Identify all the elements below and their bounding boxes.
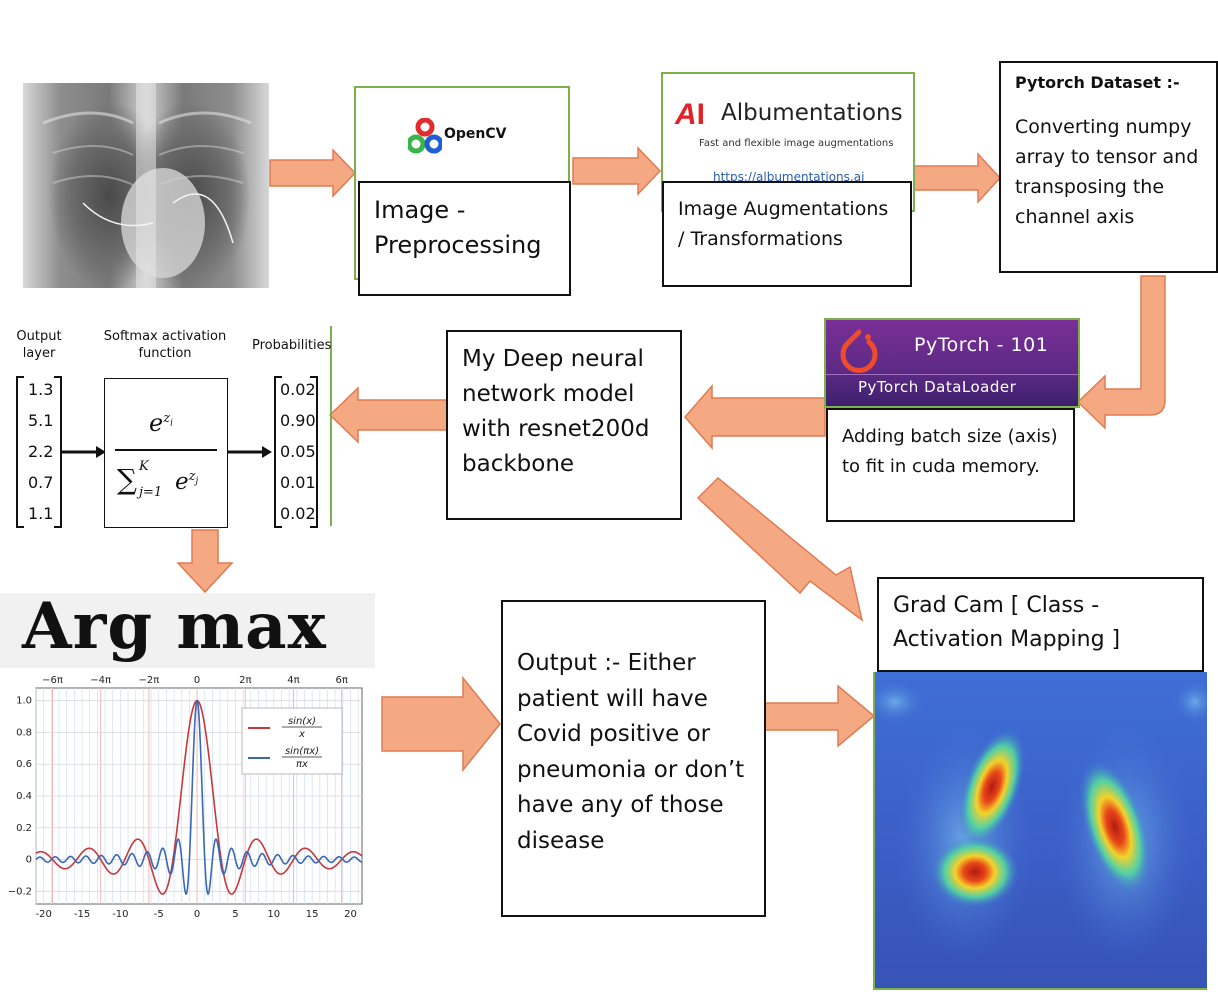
x-tick-label: 5 — [232, 909, 238, 920]
top-tick-label: −2π — [139, 675, 160, 686]
softmax-denominator: ∑ K j=1 ezj — [117, 459, 199, 500]
arrow-xray-to-preprocessing — [269, 148, 357, 198]
pytorch-flame-icon — [840, 329, 878, 373]
augmentation-label: Image Augmentations / Transformations — [678, 198, 889, 250]
input-value: 5.1 — [28, 411, 54, 430]
pytorch-logo-text: PyTorch - 101 — [914, 334, 1049, 356]
output-description: Output :- Either patient will have Covid… — [517, 650, 745, 854]
pytorch-dataset-title: Pytorch Dataset :- — [1015, 73, 1180, 92]
sinc-plot: -20 -15 -10 -5 0 5 10 15 20 −6π −4π −2π 0 2π 4π 6π 1.0 0.… — [8, 675, 363, 920]
chest-xray-image — [23, 83, 269, 288]
y-tick-label: −0.2 — [8, 886, 32, 897]
x-tick-label: -20 — [35, 909, 51, 920]
gradcam-overlay — [875, 680, 1207, 962]
input-value: 1.1 — [28, 504, 54, 523]
top-tick-label: 6π — [335, 675, 347, 686]
sinc-chart: -20 -15 -10 -5 0 5 10 15 20 −6π −4π −2π 0 2π 4π 6π 1.0 0.… — [0, 668, 375, 922]
y-tick-label: 0.2 — [16, 823, 32, 834]
softmax-output-layer-label: Output layer — [16, 329, 62, 361]
deep-model-box: My Deep neural network model with resnet… — [446, 330, 682, 520]
legend-label: πx — [296, 759, 308, 770]
argmax-title: Arg max — [22, 589, 327, 664]
arrow-argmax-to-output — [381, 675, 501, 773]
arrow-augmentation-to-dataset — [912, 152, 1002, 204]
augmentation-box: Image Augmentations / Transformations — [662, 181, 912, 287]
y-tick-label: 0.8 — [16, 727, 32, 738]
albumentations-logo-icon: AI — [675, 98, 706, 131]
arrow-dataset-to-dataloader — [1076, 275, 1166, 430]
arrow-preprocessing-to-augmentation — [572, 146, 662, 196]
albumentations-logo-text: Albumentations — [721, 100, 903, 126]
xray-detail — [42, 83, 252, 288]
y-tick-label: 0.6 — [16, 759, 32, 770]
softmax-numerator: ezi — [149, 409, 173, 437]
deep-model-description: My Deep neural network model with resnet… — [462, 346, 650, 477]
gradcam-heatmap-image — [873, 672, 1207, 990]
top-tick-label: −6π — [42, 675, 63, 686]
legend-label: x — [298, 729, 305, 740]
probability-value: 0.90 — [280, 411, 316, 430]
gradcam-title-box: Grad Cam [ Class - Activation Mapping ] — [877, 577, 1204, 672]
x-tick-label: 0 — [194, 909, 200, 920]
arrow-right-icon — [228, 446, 272, 458]
y-tick-label: 0 — [26, 855, 32, 866]
y-tick-label: 1.0 — [16, 696, 32, 707]
input-value: 0.7 — [28, 473, 54, 492]
argmax-banner: Arg max — [0, 589, 375, 668]
probability-value: 0.01 — [280, 473, 316, 492]
x-tick-label: 20 — [344, 909, 357, 920]
x-tick-label: -5 — [154, 909, 164, 920]
albumentations-tagline: Fast and flexible image augmentations — [699, 138, 894, 149]
input-vector: 1.3 5.1 2.2 0.7 1.1 — [16, 376, 62, 528]
arrow-softmax-to-argmax — [176, 529, 234, 594]
x-tick-label: -10 — [112, 909, 128, 920]
legend-box — [241, 707, 343, 775]
top-tick-label: 4π — [287, 675, 299, 686]
top-tick-label: 0 — [194, 675, 200, 686]
pytorch-dataloader-text: PyTorch DataLoader — [858, 378, 1017, 396]
x-tick-label: 10 — [267, 909, 280, 920]
arrow-dataloader-to-model — [684, 383, 826, 451]
arrow-right-icon — [62, 446, 106, 458]
x-tick-label: 15 — [306, 909, 319, 920]
albumentations-url-link[interactable]: https://albumentations.ai — [713, 170, 865, 184]
arrow-output-to-gradcam — [762, 684, 876, 748]
softmax-formula-box: ezi ∑ K j=1 ezj — [104, 378, 228, 528]
probability-value: 0.05 — [280, 442, 316, 461]
top-tick-label: 2π — [239, 675, 251, 686]
pytorch-dataset-description: Converting numpy array to tensor and tra… — [1015, 116, 1199, 228]
arrow-model-to-gradcam — [696, 476, 864, 622]
probability-vector: 0.02 0.90 0.05 0.01 0.02 — [274, 376, 318, 528]
gradcam-title: Grad Cam [ Class - Activation Mapping ] — [893, 593, 1121, 652]
series-line-1 — [35, 699, 363, 895]
pytorch-dataloader-banner: PyTorch - 101 PyTorch DataLoader — [824, 318, 1080, 408]
top-tick-label: −4π — [90, 675, 111, 686]
preprocessing-label: Image - Preprocessing — [374, 196, 542, 259]
output-box: Output :- Either patient will have Covid… — [501, 600, 766, 917]
preprocessing-box: Image - Preprocessing — [358, 181, 571, 296]
y-tick-label: 0.4 — [16, 791, 32, 802]
batch-size-box: Adding batch size (axis) to fit in cuda … — [826, 408, 1075, 522]
arrow-model-to-softmax — [328, 386, 448, 444]
softmax-diagram: Output layer Softmax activation function… — [0, 326, 332, 530]
softmax-probabilities-label: Probabilities — [252, 338, 332, 353]
input-value: 2.2 — [28, 442, 54, 461]
opencv-logo-text: OpenCV — [444, 126, 507, 142]
legend-label: sin(πx) — [285, 746, 319, 757]
softmax-activation-label: Softmax activation function — [103, 329, 227, 361]
probability-value: 0.02 — [280, 380, 316, 399]
series-line-2 — [35, 699, 363, 896]
probability-value: 0.02 — [280, 504, 316, 523]
legend-label: sin(x) — [288, 716, 316, 727]
opencv-logo-icon — [408, 118, 442, 154]
x-tick-label: -15 — [74, 909, 90, 920]
pytorch-dataset-box: Pytorch Dataset :- Converting numpy arra… — [999, 61, 1218, 273]
batch-size-description: Adding batch size (axis) to fit in cuda … — [842, 426, 1058, 477]
input-value: 1.3 — [28, 380, 54, 399]
